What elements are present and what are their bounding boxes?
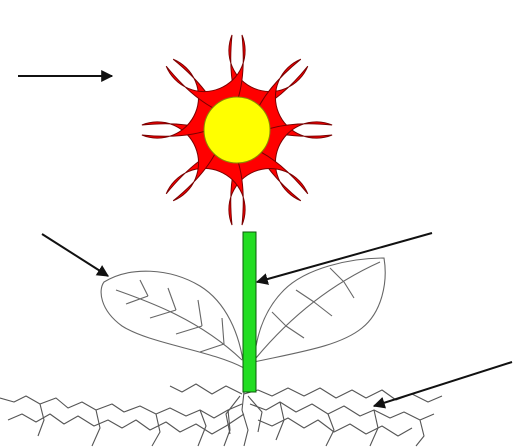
leaf-left [101, 271, 244, 368]
leaf-right [254, 258, 385, 362]
flower-center [204, 97, 270, 163]
stem [243, 232, 256, 392]
arrow-to-leaves [42, 234, 108, 276]
roots [0, 384, 442, 446]
arrow-to-roots [374, 362, 512, 406]
arrow-to-stem [257, 233, 432, 282]
